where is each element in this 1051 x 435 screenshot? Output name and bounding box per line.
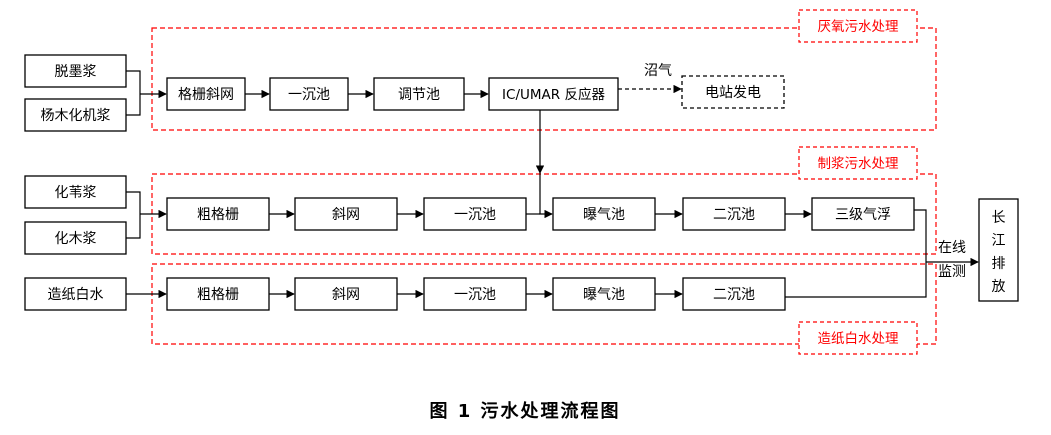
- region-tag-whitewater-label: 造纸白水处理: [818, 331, 899, 347]
- node-discharge-char-1: 长: [992, 210, 1006, 226]
- input-poplar-label: 杨木化机浆: [41, 108, 111, 124]
- edge-reactor-to-pulping-aeration: [539, 173, 553, 219]
- input-deinking: 脱墨浆: [24, 54, 127, 88]
- figure-caption: 图 1 污水处理流程图: [429, 400, 620, 422]
- node-pulping-flotation: 三级气浮: [811, 197, 915, 231]
- node-pulping-secondary-label: 二沉池: [713, 207, 755, 223]
- edge-merge-anaerobic-inputs: [126, 70, 141, 116]
- node-anaerobic-primary-label: 一沉池: [288, 87, 330, 103]
- edge-label-biogas: 沼气: [644, 63, 672, 79]
- edge-merge-pulping-inputs: [126, 191, 141, 239]
- node-whitewater-inclined-screen-label: 斜网: [332, 287, 360, 303]
- node-pulping-coarse-screen-label: 粗格栅: [197, 207, 239, 223]
- input-whitewater: 造纸白水: [24, 277, 127, 311]
- node-pulping-secondary: 二沉池: [682, 197, 786, 231]
- node-anaerobic-screen-label: 格栅斜网: [178, 87, 234, 103]
- node-pulping-inclined-screen-label: 斜网: [332, 207, 360, 223]
- node-discharge-char-4: 放: [992, 279, 1006, 295]
- node-pulping-inclined-screen: 斜网: [294, 197, 398, 231]
- edge-flotation-outlet: [914, 209, 927, 262]
- region-tag-whitewater: 造纸白水处理: [798, 321, 918, 355]
- node-whitewater-inclined-screen: 斜网: [294, 277, 398, 311]
- region-tag-pulping: 制浆污水处理: [798, 146, 918, 180]
- node-whitewater-secondary: 二沉池: [682, 277, 786, 311]
- region-whitewater-frame: [151, 263, 937, 345]
- node-pulping-coarse-screen: 粗格栅: [166, 197, 270, 231]
- node-anaerobic-primary: 一沉池: [269, 77, 349, 111]
- input-reed: 化苇浆: [24, 175, 127, 209]
- node-whitewater-coarse-screen: 粗格栅: [166, 277, 270, 311]
- node-whitewater-primary: 一沉池: [423, 277, 527, 311]
- node-anaerobic-equalization-label: 调节池: [398, 87, 440, 103]
- input-chem-wood-label: 化木浆: [55, 231, 97, 247]
- node-discharge-char-3: 排: [992, 256, 1006, 272]
- node-whitewater-aeration: 曝气池: [552, 277, 656, 311]
- input-deinking-label: 脱墨浆: [55, 64, 97, 80]
- node-pulping-flotation-label: 三级气浮: [835, 207, 891, 223]
- input-reed-label: 化苇浆: [55, 185, 97, 201]
- node-whitewater-coarse-screen-label: 粗格栅: [197, 287, 239, 303]
- region-anaerobic-frame: [151, 27, 937, 131]
- node-pulping-aeration-label: 曝气池: [583, 207, 625, 223]
- region-tag-pulping-label: 制浆污水处理: [818, 156, 899, 172]
- input-poplar: 杨木化机浆: [24, 98, 127, 132]
- node-discharge: 长 江 排 放: [978, 198, 1019, 302]
- node-whitewater-primary-label: 一沉池: [454, 287, 496, 303]
- node-anaerobic-power: 电站发电: [681, 75, 785, 109]
- edge-label-monitoring-1: 在线: [938, 240, 966, 256]
- region-tag-anaerobic-label: 厌氧污水处理: [818, 19, 899, 35]
- input-chem-wood: 化木浆: [24, 221, 127, 255]
- node-anaerobic-equalization: 调节池: [373, 77, 465, 111]
- node-anaerobic-reactor-label: IC/UMAR 反应器: [502, 86, 605, 103]
- node-anaerobic-reactor: IC/UMAR 反应器: [488, 77, 619, 111]
- node-whitewater-secondary-label: 二沉池: [713, 287, 755, 303]
- node-whitewater-aeration-label: 曝气池: [583, 287, 625, 303]
- edge-label-monitoring-2: 监测: [938, 264, 966, 280]
- input-whitewater-label: 造纸白水: [48, 287, 104, 303]
- node-anaerobic-screen: 格栅斜网: [166, 77, 246, 111]
- node-discharge-char-2: 江: [992, 233, 1006, 249]
- node-pulping-aeration: 曝气池: [552, 197, 656, 231]
- region-tag-anaerobic: 厌氧污水处理: [798, 9, 918, 43]
- node-pulping-primary: 一沉池: [423, 197, 527, 231]
- node-anaerobic-power-label: 电站发电: [705, 85, 761, 101]
- node-pulping-primary-label: 一沉池: [454, 207, 496, 223]
- edge-whitewater-secondary-outlet: [785, 262, 927, 298]
